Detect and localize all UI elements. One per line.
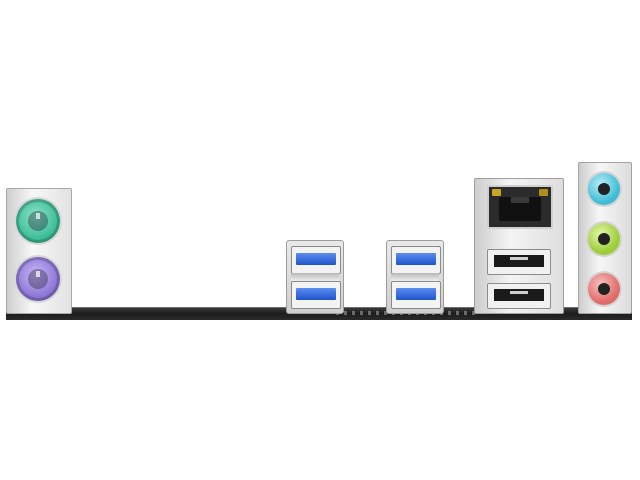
- ps2-port-housing: [6, 188, 72, 314]
- audio-jack-housing: [578, 162, 632, 314]
- usb3-port-icon: [291, 281, 341, 309]
- lan-usb-housing: [474, 178, 564, 314]
- usb2-port-icon: [487, 249, 551, 275]
- usb3-port-icon: [391, 246, 441, 274]
- audio-mic-jack-icon: [588, 273, 620, 305]
- audio-line-out-jack-icon: [588, 223, 620, 255]
- usb3-port-icon: [291, 246, 341, 274]
- usb3-stack-2: [386, 240, 444, 314]
- ps2-mouse-port-icon: [16, 199, 60, 243]
- audio-line-in-jack-icon: [588, 173, 620, 205]
- usb2-port-icon: [487, 283, 551, 309]
- lan-led-icon: [539, 189, 548, 196]
- ps2-keyboard-port-icon: [16, 257, 60, 301]
- usb3-port-icon: [391, 281, 441, 309]
- usb3-stack-1: [286, 240, 344, 314]
- lan-led-icon: [492, 189, 501, 196]
- ethernet-port-icon: [487, 185, 553, 229]
